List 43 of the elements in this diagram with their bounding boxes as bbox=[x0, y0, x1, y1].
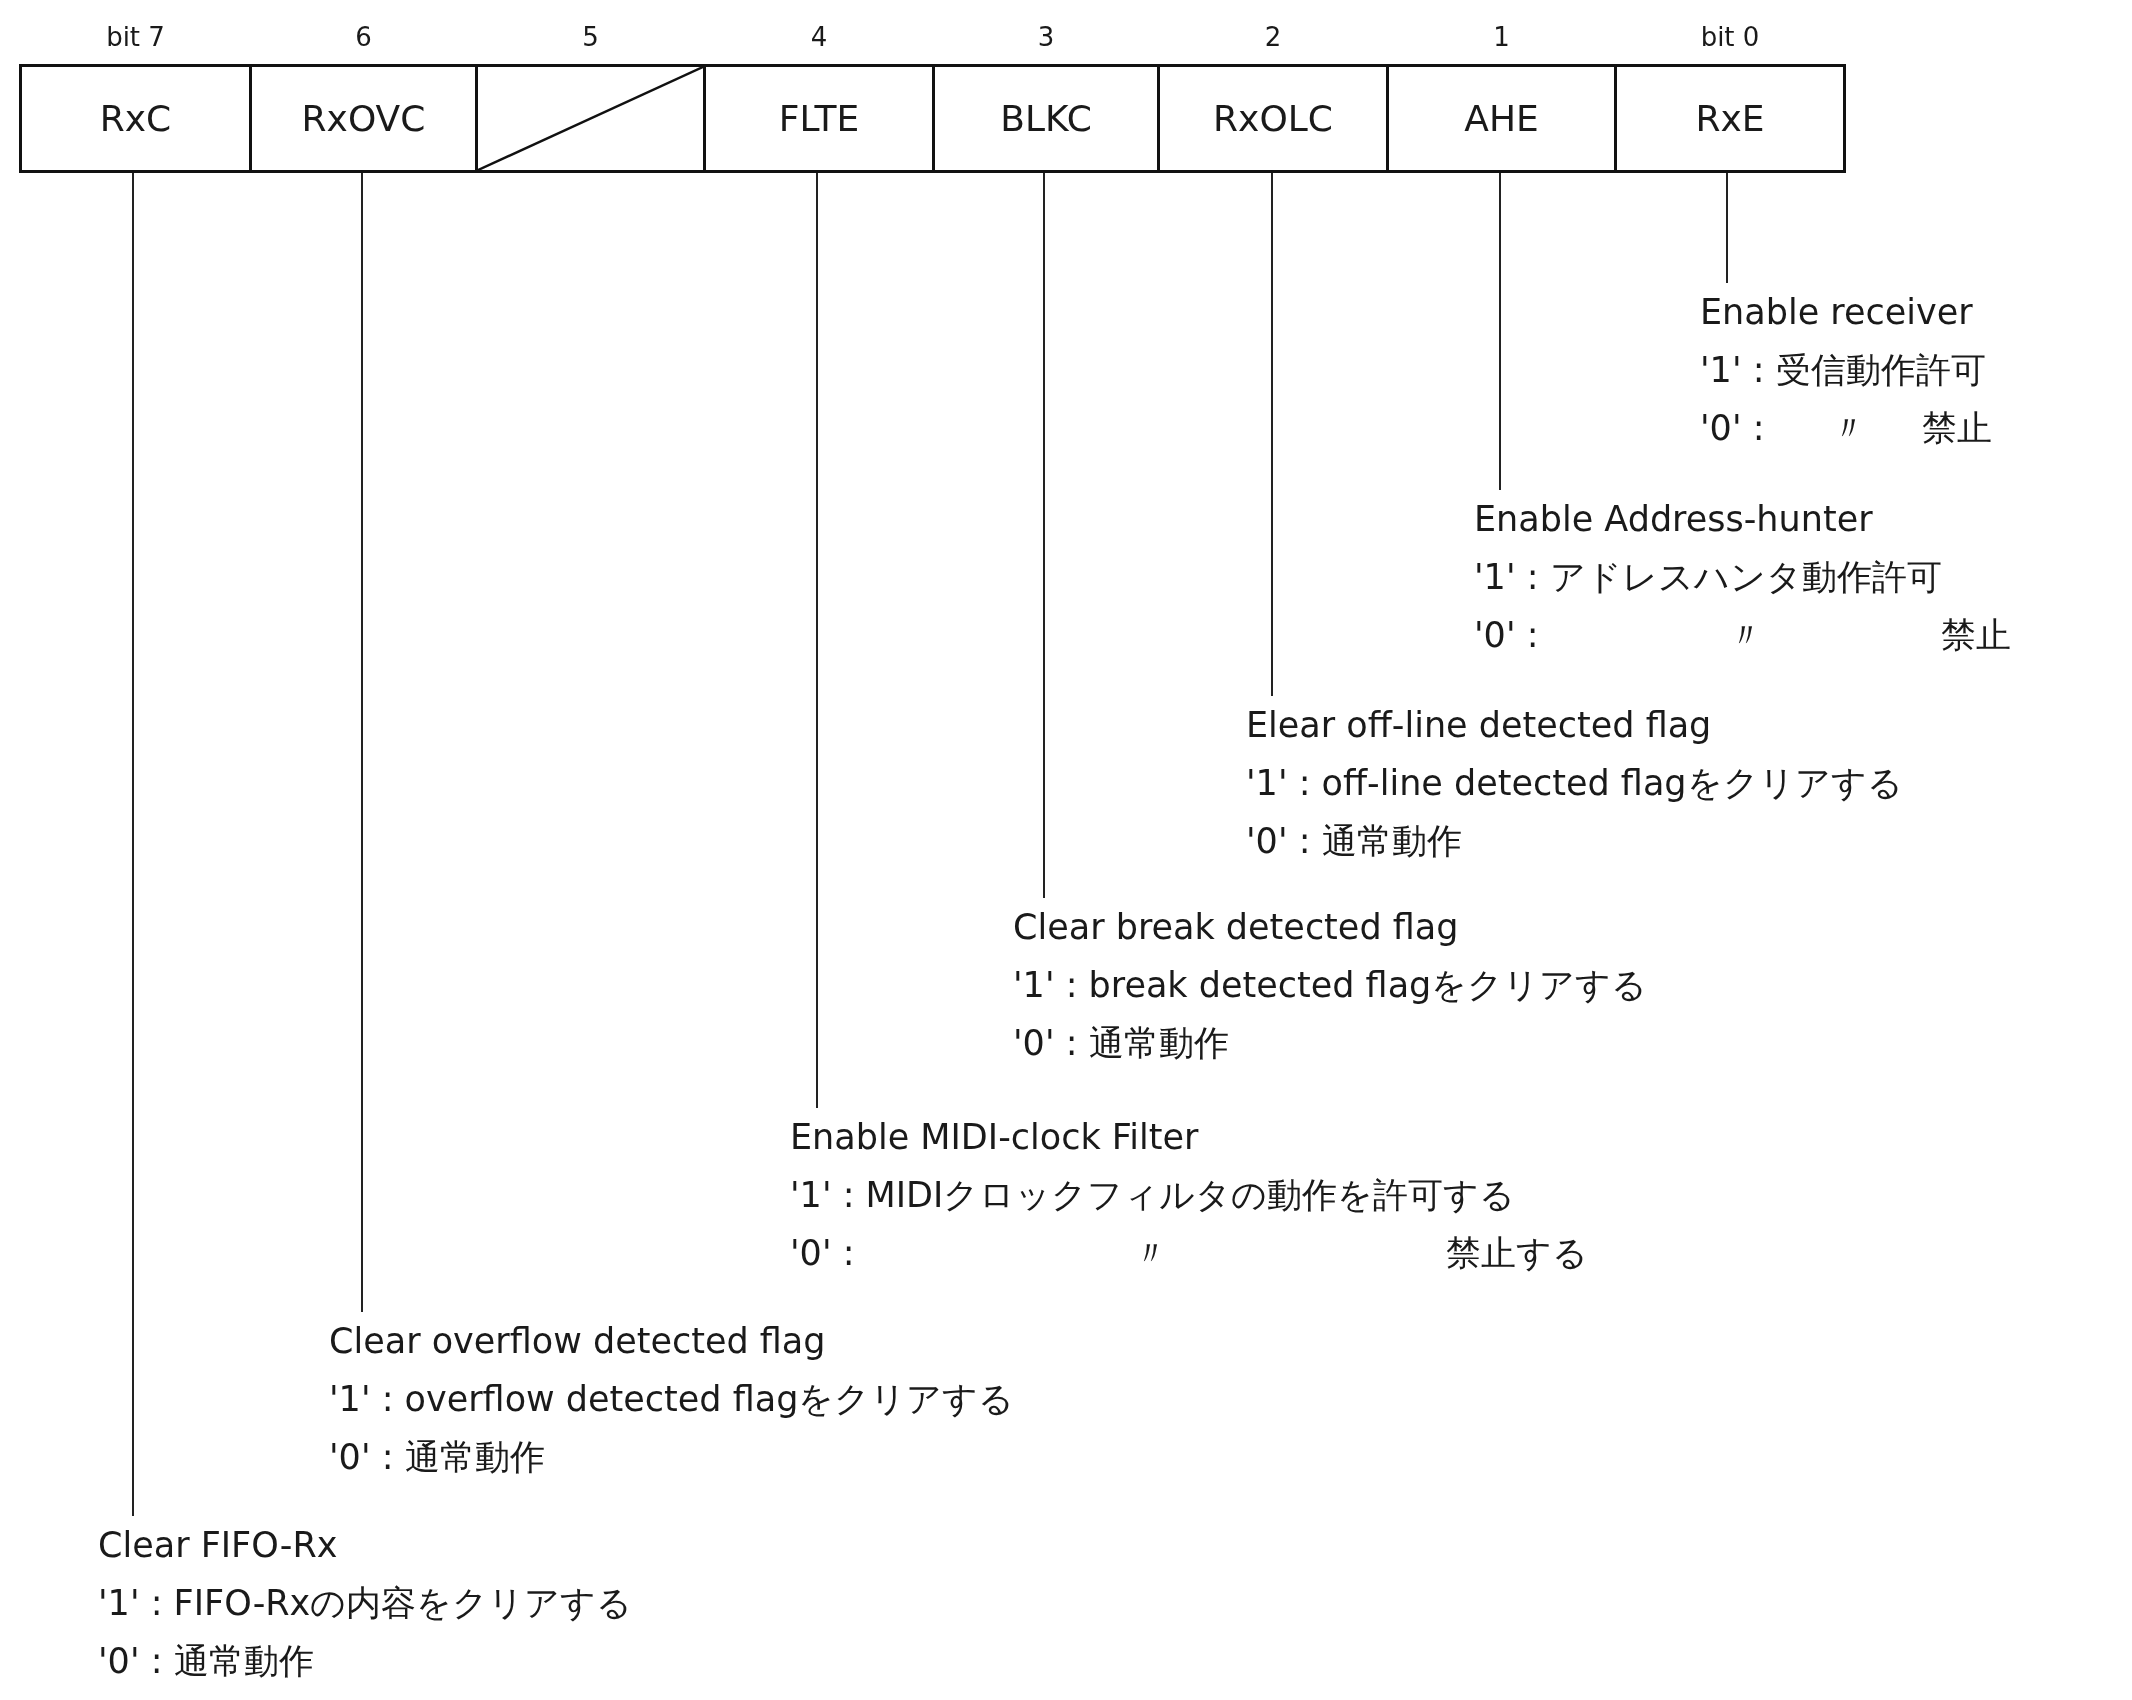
value-description: '1' : MIDIクロックフィルタの動作を許可する bbox=[790, 1174, 1517, 1217]
bit-number: 1 bbox=[1492, 22, 1511, 52]
bit-number: 3 bbox=[1036, 22, 1056, 52]
value-description: '1' : off-line detected flagをクリアする bbox=[1246, 762, 1903, 805]
bit-number: 2 bbox=[1263, 22, 1283, 52]
register-cell: RxE bbox=[1614, 64, 1846, 173]
value-description: '0' : 通常動作 bbox=[329, 1436, 546, 1479]
value-description: '1' : 受信動作許可 bbox=[1700, 349, 1987, 392]
leader-line bbox=[1499, 172, 1501, 491]
bit-description: Clear overflow detected flag bbox=[329, 1320, 827, 1363]
bit-number: bit 0 bbox=[1699, 22, 1761, 52]
value-description: '1' : アドレスハンタ動作許可 bbox=[1474, 556, 1943, 599]
value-description: '1' : overflow detected flagをクリアする bbox=[329, 1378, 1015, 1421]
value-description: '1' : FIFO-Rxの内容をクリアする bbox=[98, 1582, 633, 1625]
value-description: '0' : 通常動作 bbox=[1013, 1022, 1230, 1065]
bit-description: Elear off-line detected flag bbox=[1246, 704, 1713, 747]
value-description: '0' : 通常動作 bbox=[1246, 820, 1463, 863]
value-description: '0' : 〃 禁止する bbox=[790, 1232, 1588, 1275]
leader-line bbox=[1271, 172, 1273, 697]
register-cell: RxC bbox=[19, 64, 252, 173]
bit-number: 4 bbox=[809, 22, 829, 52]
leader-line bbox=[361, 172, 363, 1313]
value-description: '1' : break detected flagをクリアする bbox=[1013, 964, 1648, 1007]
bit-number: 6 bbox=[354, 22, 373, 52]
bit-description: Enable receiver bbox=[1700, 291, 1974, 334]
value-description: '0' : 〃 禁止 bbox=[1700, 407, 1992, 450]
leader-line bbox=[816, 172, 818, 1109]
register-cell: AHE bbox=[1386, 64, 1617, 173]
bit-description: Clear break detected flag bbox=[1013, 906, 1460, 949]
leader-line bbox=[1726, 172, 1728, 284]
bit-description: Enable MIDI-clock Filter bbox=[790, 1116, 1200, 1159]
bit-number: 5 bbox=[581, 22, 600, 52]
leader-line bbox=[1043, 172, 1045, 899]
bit-description: Clear FIFO-Rx bbox=[98, 1524, 339, 1567]
bit-description: Enable Address-hunter bbox=[1474, 498, 1874, 541]
leader-line bbox=[132, 172, 134, 1517]
bit-number: bit 7 bbox=[105, 22, 166, 52]
register-cell: RxOLC bbox=[1157, 64, 1389, 173]
register-cell: BLKC bbox=[932, 64, 1160, 173]
value-description: '0' : 通常動作 bbox=[98, 1640, 315, 1683]
register-cell: FLTE bbox=[703, 64, 935, 173]
register-cell: RxOVC bbox=[249, 64, 478, 173]
value-description: '0' : 〃 禁止 bbox=[1474, 614, 2011, 657]
